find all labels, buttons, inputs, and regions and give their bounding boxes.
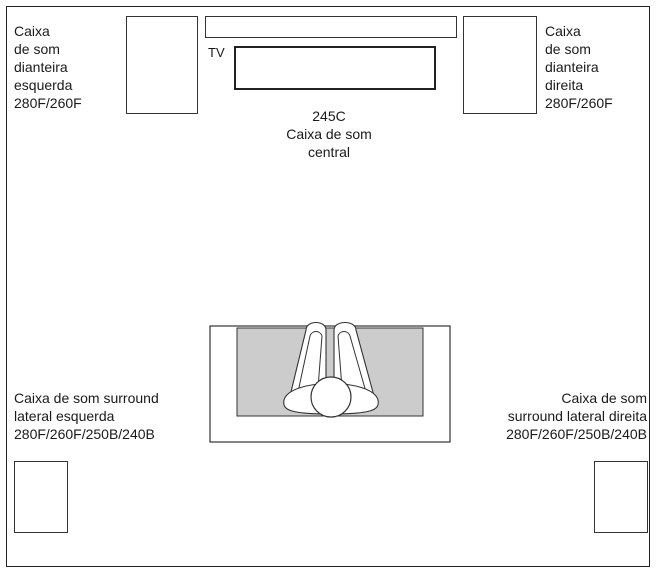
front-left-label-line: dianteira xyxy=(14,59,68,75)
surround-left-speaker-label: Caixa de som surround lateral esquerda 2… xyxy=(14,389,159,443)
surround-left-label-line: Caixa de som surround xyxy=(14,390,159,406)
listener-head xyxy=(310,376,352,418)
surround-right-speaker xyxy=(594,461,648,533)
surround-right-label-line: Caixa de som xyxy=(561,390,647,406)
front-right-label-line: 280F/260F xyxy=(545,95,613,111)
front-right-label-line: dianteira xyxy=(545,59,599,75)
front-right-speaker xyxy=(463,16,537,114)
surround-left-speaker xyxy=(14,461,68,533)
front-left-label-line: Caixa xyxy=(14,23,50,39)
front-left-speaker xyxy=(126,16,198,114)
front-right-label-line: Caixa xyxy=(545,23,581,39)
listener-left-leg-inner xyxy=(297,331,323,393)
room-outline xyxy=(6,6,650,567)
surround-left-label-line: lateral esquerda xyxy=(14,408,115,424)
surround-right-label-line: surround lateral direita xyxy=(507,408,647,424)
center-label-line: 245C xyxy=(312,108,346,124)
tv-label: TV xyxy=(208,45,225,60)
center-speaker-label: 245C Caixa de som central xyxy=(254,107,404,161)
front-right-speaker-label: Caixa de som dianteira direita 280F/260F xyxy=(545,22,613,112)
front-left-label-line: 280F/260F xyxy=(14,95,82,111)
center-label-line: Caixa de som xyxy=(286,126,372,142)
listener-right-leg-inner xyxy=(337,331,367,393)
front-right-label-line: direita xyxy=(545,77,584,93)
surround-left-label-line: 280F/260F/250B/240B xyxy=(14,426,155,442)
surround-right-label-line: 280F/260F/250B/240B xyxy=(506,426,647,442)
surround-right-speaker-label: Caixa de som surround lateral direita 28… xyxy=(506,389,647,443)
front-right-label-line: de som xyxy=(545,41,591,57)
front-left-label-line: de som xyxy=(14,41,60,57)
tv-screen xyxy=(205,16,457,38)
center-speaker xyxy=(234,46,436,90)
front-left-label-line: esquerda xyxy=(14,77,73,93)
center-label-line: central xyxy=(307,144,351,160)
front-left-speaker-label: Caixa de som dianteira esquerda 280F/260… xyxy=(14,22,82,112)
